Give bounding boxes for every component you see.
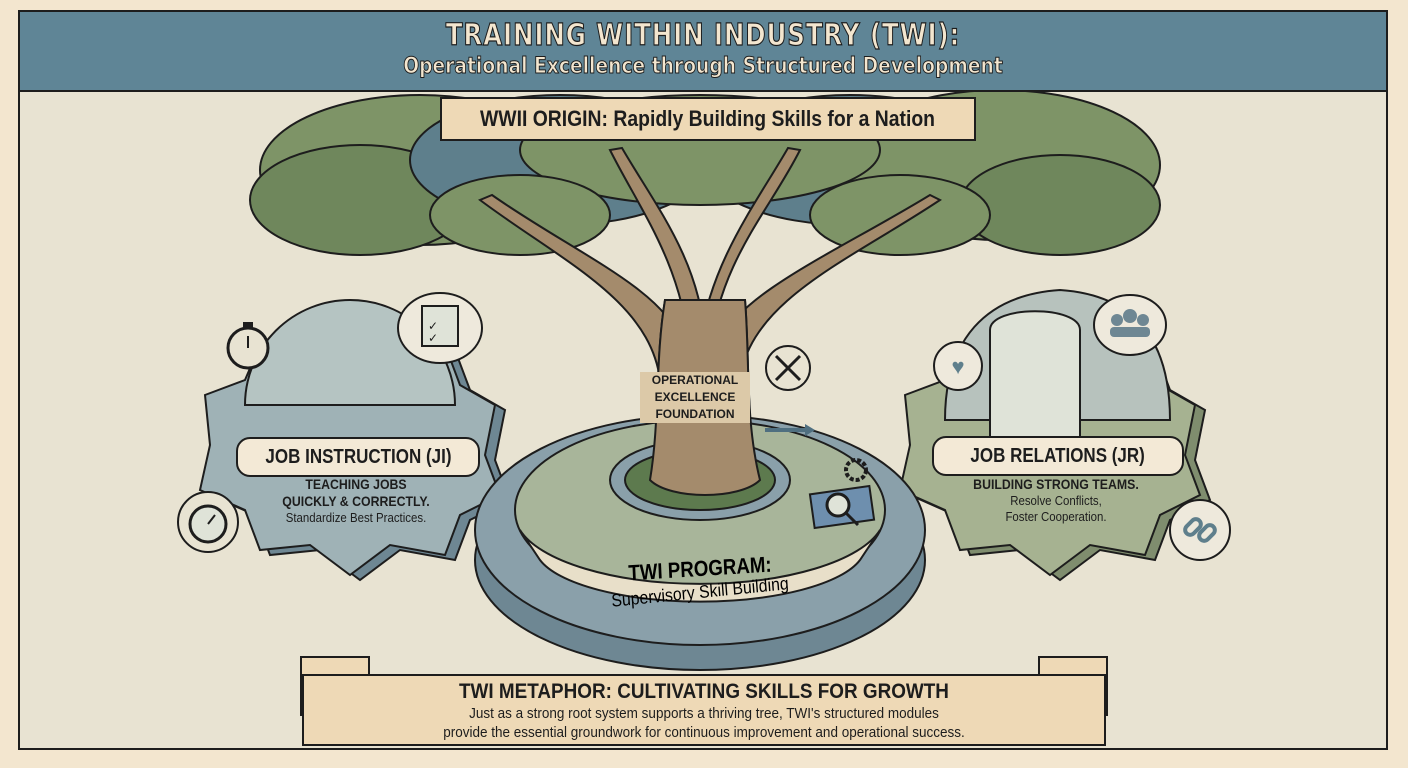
team-people-icon	[1093, 294, 1167, 356]
main-subtitle: Operational Excellence through Structure…	[403, 54, 1003, 80]
svg-text:♥: ♥	[951, 354, 964, 379]
main-title: TRAINING WITHIN INDUSTRY (TWI):	[445, 17, 961, 53]
stopwatch-icon	[226, 322, 270, 370]
jr-line3: Foster Cooperation.	[1005, 509, 1107, 524]
job-relations-label: JOB RELATIONS (JR)	[932, 436, 1184, 476]
job-instruction-description: TEACHING JOBS QUICKLY & CORRECTLY. Stand…	[236, 476, 476, 526]
wwii-origin-banner: WWII ORIGIN: Rapidly Building Skills for…	[440, 97, 976, 141]
jr-title: JOB RELATIONS (JR)	[970, 444, 1146, 467]
twi-program-label: TWI PROGRAM: Supervisory Skill Building	[560, 552, 840, 611]
ji-line1: TEACHING JOBS	[305, 476, 407, 492]
metaphor-banner: TWI METAPHOR: CULTIVATING SKILLS FOR GRO…	[302, 674, 1106, 746]
jr-line2: Resolve Conflicts,	[1010, 493, 1102, 508]
heart-icon: ♥	[933, 341, 983, 391]
ji-line3: Standardize Best Practices.	[285, 510, 427, 525]
svg-text:✓: ✓	[428, 319, 438, 333]
arrow-right-icon	[765, 424, 815, 436]
gear-icon	[844, 458, 868, 482]
stopwatch-icon	[177, 491, 239, 553]
ji-title: JOB INSTRUCTION (JI)	[264, 445, 452, 468]
trunk-label-line: FOUNDATION	[655, 407, 735, 421]
origin-text: WWII ORIGIN: Rapidly Building Skills for…	[480, 106, 936, 131]
trunk-label-line: EXCELLENCE	[654, 390, 736, 404]
metaphor-line2: provide the essential groundwork for con…	[443, 724, 965, 741]
metaphor-line1: Just as a strong root system supports a …	[469, 705, 939, 722]
trunk-label: OPERATIONAL EXCELLENCE FOUNDATION	[640, 372, 750, 423]
wrench-screwdriver-icon	[765, 345, 811, 391]
magnifier-blueprint-icon	[808, 484, 876, 530]
ji-line2: QUICKLY & CORRECTLY.	[282, 493, 430, 509]
chain-link-icon	[1169, 499, 1231, 561]
metaphor-title: TWI METAPHOR: CULTIVATING SKILLS FOR GRO…	[459, 680, 949, 703]
twi-program-gear	[474, 299, 926, 671]
jr-line1: BUILDING STRONG TEAMS.	[973, 476, 1139, 492]
svg-text:✓: ✓	[428, 331, 438, 345]
clipboard-checklist-icon: ✓✓	[397, 292, 483, 364]
title-header: TRAINING WITHIN INDUSTRY (TWI): Operatio…	[18, 10, 1388, 92]
job-instruction-label: JOB INSTRUCTION (JI)	[236, 437, 480, 477]
trunk-label-line: OPERATIONAL	[651, 373, 739, 387]
job-relations-description: BUILDING STRONG TEAMS. Resolve Conflicts…	[932, 476, 1180, 525]
